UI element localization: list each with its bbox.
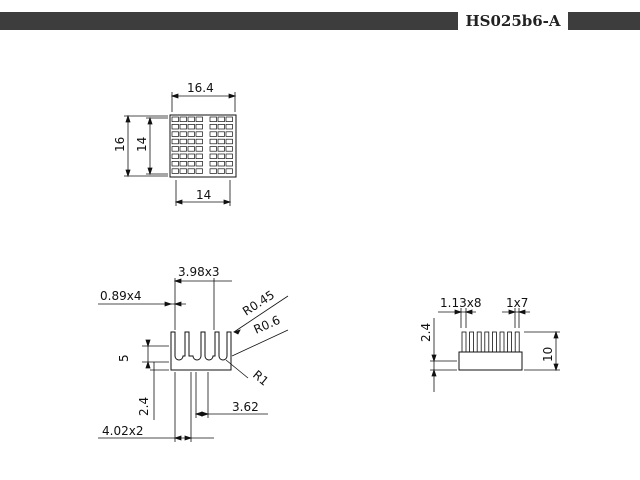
top-fin-cell [195, 138, 203, 145]
front-base-width-label: 4.02x2 [102, 424, 143, 438]
top-height-outer-label: 16 [113, 137, 127, 152]
top-fin-cell [187, 116, 195, 122]
top-fin-cell [179, 153, 187, 159]
top-fin-cell [225, 161, 233, 167]
top-fin-cell [209, 146, 217, 152]
top-fin-cell [187, 131, 195, 137]
top-fin-cell [195, 131, 203, 137]
top-fin-cell [225, 146, 233, 152]
front-radius-large-label: R1 [250, 368, 271, 389]
part-number: HS025b6-A [465, 12, 561, 30]
top-fin-cell [225, 131, 233, 137]
top-fin-cell [195, 146, 203, 152]
side-view-base [458, 351, 523, 371]
top-fin-cell [171, 146, 179, 152]
header-bar-right [568, 12, 640, 30]
top-fin-cell [209, 116, 217, 122]
front-radius-small-label: R0.45 [240, 288, 277, 319]
top-fin-cell [225, 138, 233, 145]
top-fin-cell [195, 124, 203, 130]
side-fin [514, 331, 520, 353]
top-fin-cell [171, 138, 179, 145]
top-fin-cell [217, 116, 225, 122]
side-fin [507, 331, 513, 353]
top-fin-cell [217, 131, 225, 137]
top-fin-cell [179, 168, 187, 174]
top-fin-cell [187, 168, 195, 174]
front-fin-pitch-label: 3.98x3 [178, 265, 219, 279]
top-width-outer-label: 16.4 [187, 81, 214, 95]
side-fin [484, 331, 490, 353]
top-view [124, 92, 237, 206]
top-fin-cell [187, 124, 195, 130]
top-width-inner-label: 14 [196, 188, 211, 202]
top-fin-cell [217, 146, 225, 152]
top-fin-cell [209, 161, 217, 167]
top-fin-cell [187, 161, 195, 167]
header-bar-left [0, 12, 458, 30]
top-view-fin-grid [171, 116, 233, 174]
front-fin-height-label: 5 [117, 354, 131, 362]
top-fin-cell [195, 153, 203, 159]
side-fin [461, 331, 467, 353]
front-slot-width-label: 3.62 [232, 400, 259, 414]
top-fin-cell [179, 138, 187, 145]
top-fin-cell [195, 116, 203, 122]
top-fin-cell [209, 153, 217, 159]
top-fin-cell [195, 161, 203, 167]
side-total-height-label: 10 [541, 347, 555, 362]
top-fin-cell [217, 161, 225, 167]
top-fin-cell [225, 124, 233, 130]
side-fin-pitch-label: 1.13x8 [440, 296, 481, 310]
top-view-outline [169, 114, 237, 178]
front-base-height-label: 2.4 [137, 397, 151, 416]
side-view [430, 308, 560, 392]
front-fin-thickness-label: 0.89x4 [100, 289, 141, 303]
top-fin-cell [171, 116, 179, 122]
top-height-inner-label: 14 [135, 137, 149, 152]
top-fin-cell [179, 161, 187, 167]
top-fin-cell [179, 124, 187, 130]
top-fin-cell [171, 131, 179, 137]
top-fin-cell [179, 116, 187, 122]
top-fin-cell [171, 124, 179, 130]
side-fin [469, 331, 475, 353]
top-fin-cell [225, 168, 233, 174]
top-fin-cell [187, 153, 195, 159]
top-fin-cell [225, 116, 233, 122]
top-fin-cell [187, 146, 195, 152]
side-fin-thickness-label: 1x7 [506, 296, 528, 310]
top-fin-cell [217, 153, 225, 159]
side-fin [491, 331, 497, 353]
top-fin-cell [217, 124, 225, 130]
side-fin [476, 331, 482, 353]
top-fin-cell [187, 138, 195, 145]
top-fin-cell [195, 168, 203, 174]
top-fin-cell [217, 138, 225, 145]
top-fin-cell [171, 168, 179, 174]
top-fin-cell [171, 153, 179, 159]
top-fin-cell [209, 168, 217, 174]
front-view [98, 278, 289, 442]
side-view-fins [461, 331, 520, 353]
top-fin-cell [179, 131, 187, 137]
top-fin-cell [209, 138, 217, 145]
side-base-height-label: 2.4 [419, 323, 433, 342]
top-fin-cell [209, 131, 217, 137]
top-fin-cell [171, 161, 179, 167]
front-radius-mid-label: R0.6 [252, 313, 283, 337]
top-fin-cell [179, 146, 187, 152]
top-fin-cell [225, 153, 233, 159]
front-view-profile [170, 331, 232, 371]
top-fin-cell [217, 168, 225, 174]
top-fin-cell [209, 124, 217, 130]
side-fin [499, 331, 505, 353]
